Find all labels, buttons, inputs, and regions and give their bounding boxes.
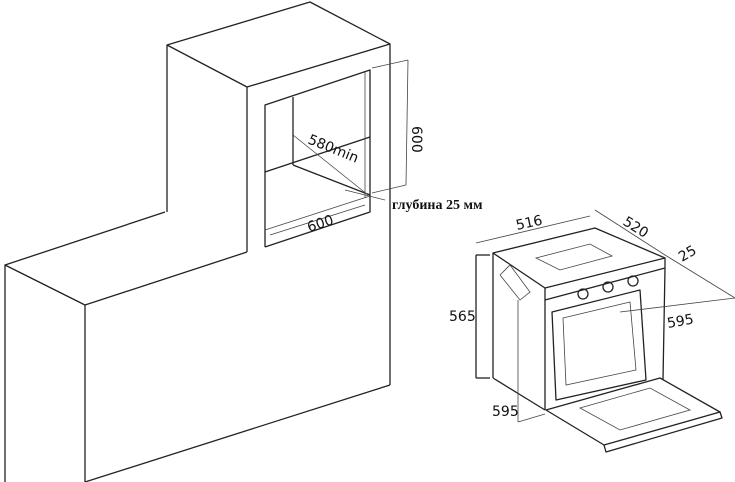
cabinet-depth-label: 580min bbox=[306, 132, 361, 167]
oven-depth-label: 520 bbox=[620, 214, 651, 242]
oven-front-width-label: 595 bbox=[492, 404, 519, 420]
oven-top-width-label: 516 bbox=[515, 213, 545, 234]
cabinet-width-label: 600 bbox=[305, 212, 335, 235]
cabinet-drawing bbox=[4, 1, 409, 482]
oven-height-label: 565 bbox=[449, 309, 476, 325]
cabinet-height-label: 600 bbox=[408, 126, 424, 153]
oven-overall-depth-label: 595 bbox=[666, 312, 695, 332]
oven-drawing bbox=[475, 209, 735, 453]
depth-note: глубина 25 мм bbox=[392, 198, 483, 213]
oven-door-offset-label: 25 bbox=[676, 243, 699, 266]
